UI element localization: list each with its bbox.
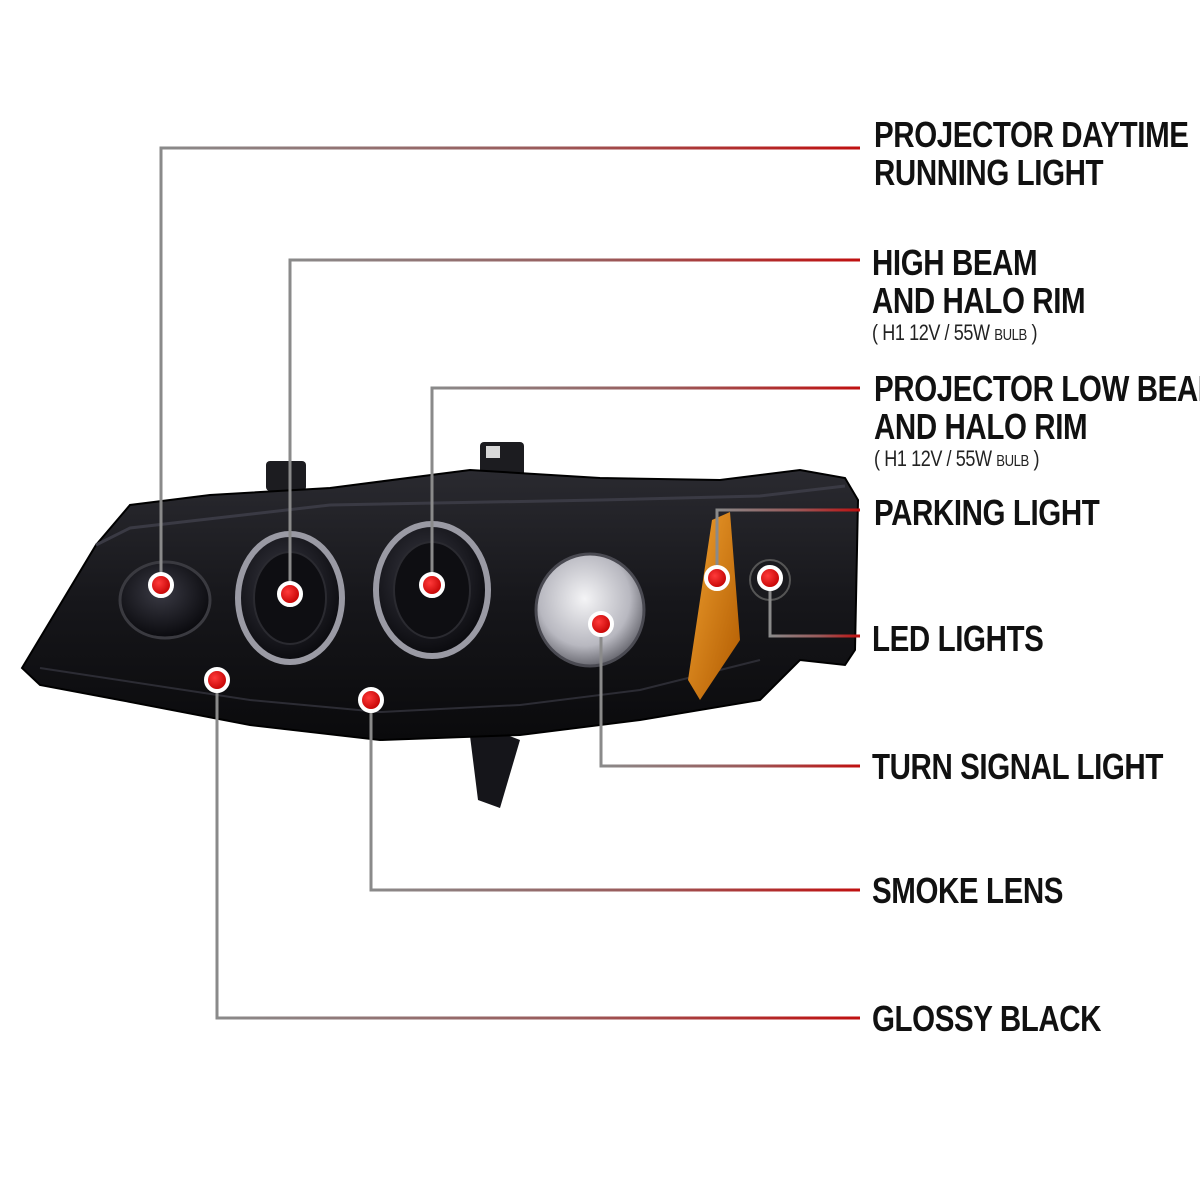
callout-dots xyxy=(148,565,783,713)
dot-smoke-lens xyxy=(358,687,384,713)
label-line: LED LIGHTS xyxy=(872,618,1044,659)
leader-turn-signal xyxy=(599,624,860,768)
leader-smoke-lens xyxy=(369,700,860,892)
leader-projector-drl xyxy=(159,146,860,585)
label-line: PROJECTOR DAYTIME xyxy=(874,114,1189,155)
dot-projector-drl xyxy=(148,572,174,598)
dot-turn-signal xyxy=(588,611,614,637)
label-smoke-lens: SMOKE LENS xyxy=(872,872,1063,910)
leader-parking-light xyxy=(715,508,860,578)
label-line: TURN SIGNAL LIGHT xyxy=(872,746,1163,787)
label-line: PROJECTOR LOW BEAM xyxy=(874,368,1200,409)
label-line: SMOKE LENS xyxy=(872,870,1064,911)
leader-high-beam xyxy=(288,258,860,594)
leader-led-lights xyxy=(768,578,860,638)
label-high-beam: HIGH BEAM AND HALO RIM ( H1 12V / 55W BU… xyxy=(872,242,1086,349)
label-line: RUNNING LIGHT xyxy=(874,152,1104,193)
bulb-spec: ( H1 12V / 55W BULB ) xyxy=(874,446,1040,471)
drl-projector xyxy=(118,560,212,640)
label-low-beam: PROJECTOR LOW BEAM AND HALO RIM ( H1 12V… xyxy=(874,370,1200,475)
dot-high-beam xyxy=(277,581,303,607)
leader-glossy-black xyxy=(215,680,860,1020)
label-parking-light: PARKING LIGHT xyxy=(874,492,1100,533)
dot-parking-light xyxy=(704,565,730,591)
dot-glossy-black xyxy=(204,667,230,693)
label-line: PARKING LIGHT xyxy=(874,492,1100,533)
label-led-lights: LED LIGHTS xyxy=(872,618,1044,659)
leader-low-beam xyxy=(430,386,860,585)
bulb-spec: ( H1 12V / 55W BULB ) xyxy=(872,320,1038,345)
label-glossy-black: GLOSSY BLACK xyxy=(872,1000,1101,1038)
label-turn-signal: TURN SIGNAL LIGHT xyxy=(872,748,1163,786)
dot-low-beam xyxy=(419,572,445,598)
amber-parking-lens xyxy=(688,512,740,700)
upper-trim xyxy=(95,484,846,547)
turn-signal-reflector xyxy=(534,552,646,668)
label-line: AND HALO RIM xyxy=(872,280,1086,321)
label-projector-drl: PROJECTOR DAYTIME RUNNING LIGHT xyxy=(874,116,1189,192)
leader-lines xyxy=(159,146,860,1020)
mounting-bracket xyxy=(468,720,520,808)
headlight-assembly xyxy=(20,442,860,808)
label-line: AND HALO RIM xyxy=(874,406,1088,447)
label-line: GLOSSY BLACK xyxy=(872,998,1102,1039)
label-line: HIGH BEAM xyxy=(872,242,1038,283)
lower-trim xyxy=(39,659,761,714)
dot-led-lights xyxy=(757,565,783,591)
